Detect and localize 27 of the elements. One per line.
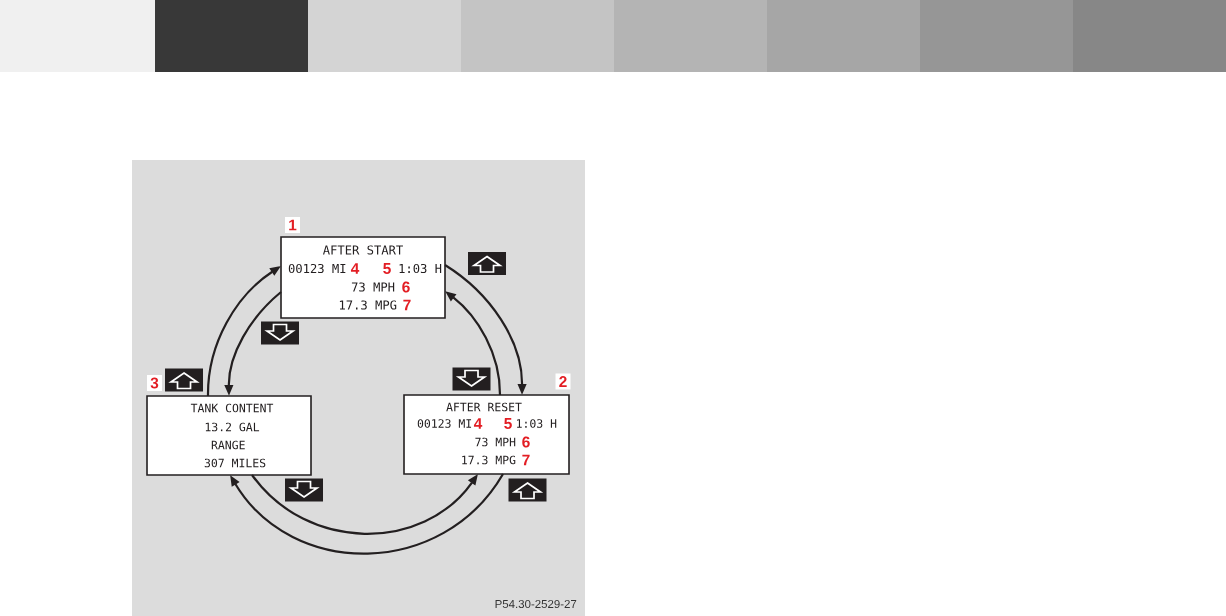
display-text: AFTER RESET: [446, 402, 522, 412]
display-text: 73 MPH: [475, 437, 516, 447]
display-text: 00123 MI: [288, 263, 346, 274]
arrow: [251, 474, 478, 535]
display-text: 17.3 MPG: [462, 455, 516, 465]
display-text: 13.2 GAL: [205, 422, 260, 432]
display-box: [403, 394, 570, 475]
display-text: 73 MPH: [351, 282, 395, 292]
figure-code: P54.30-2529-27: [495, 599, 577, 609]
callout-number: 5: [504, 418, 512, 429]
callout-number: 4: [350, 263, 360, 274]
display-text: 00123 MI: [417, 419, 472, 428]
callout-number: 7: [403, 299, 411, 311]
display-text: 307 MILES: [204, 458, 266, 468]
display-text: 1:03 H: [517, 419, 557, 428]
callout-number: 7: [522, 454, 530, 466]
display-text: AFTER START: [323, 245, 403, 255]
callout-number: 6: [522, 436, 530, 448]
callout-number: 5: [383, 263, 391, 274]
display-text: 1:03 H: [399, 263, 442, 274]
callout-number: 4: [473, 418, 483, 429]
callout-number: 6: [402, 281, 410, 293]
display-text: 17.3 MPG: [339, 300, 397, 310]
display-text: RANGE: [211, 440, 245, 450]
display-box: [280, 236, 446, 319]
display-box: [146, 395, 312, 476]
display-text: TANK CONTENT: [190, 403, 274, 413]
